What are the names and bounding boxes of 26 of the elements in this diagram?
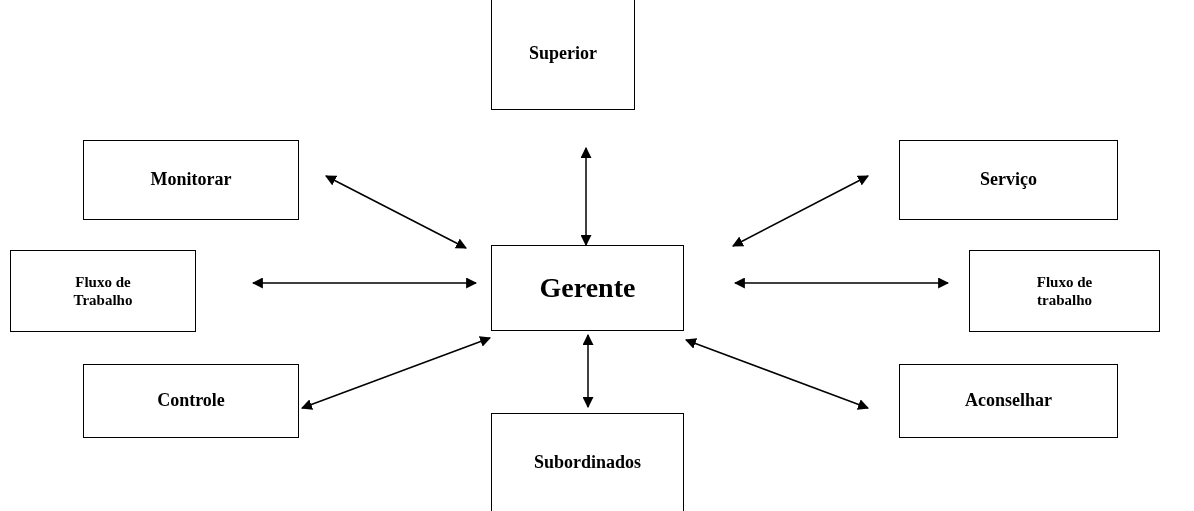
box-label: Serviço <box>980 169 1037 191</box>
role-box <box>899 140 1118 220</box>
box-label: Monitorar <box>150 169 232 191</box>
role-box <box>10 250 196 332</box>
role-box <box>83 364 299 438</box>
box-label: Controle <box>157 390 225 412</box>
role-box <box>969 250 1160 332</box>
double-arrow <box>251 277 478 289</box>
double-arrow <box>300 336 492 410</box>
central-box <box>491 245 684 331</box>
box-label: Subordinados <box>533 452 642 474</box>
double-arrow <box>684 338 870 410</box>
double-arrow <box>732 175 869 247</box>
role-box <box>83 140 299 220</box>
double-arrow <box>582 333 594 409</box>
double-arrow <box>325 175 467 249</box>
double-arrow <box>580 146 592 247</box>
box-label: Superior <box>529 43 597 65</box>
box-label: Fluxo de trabalho <box>1035 273 1094 309</box>
box-label: Aconselhar <box>965 390 1052 412</box>
role-box <box>899 364 1118 438</box>
box-label: Fluxo de Trabalho <box>72 273 134 309</box>
role-box <box>491 0 635 110</box>
role-box <box>491 413 684 511</box>
double-arrow <box>733 277 950 289</box>
box-label: Gerente <box>539 271 636 305</box>
